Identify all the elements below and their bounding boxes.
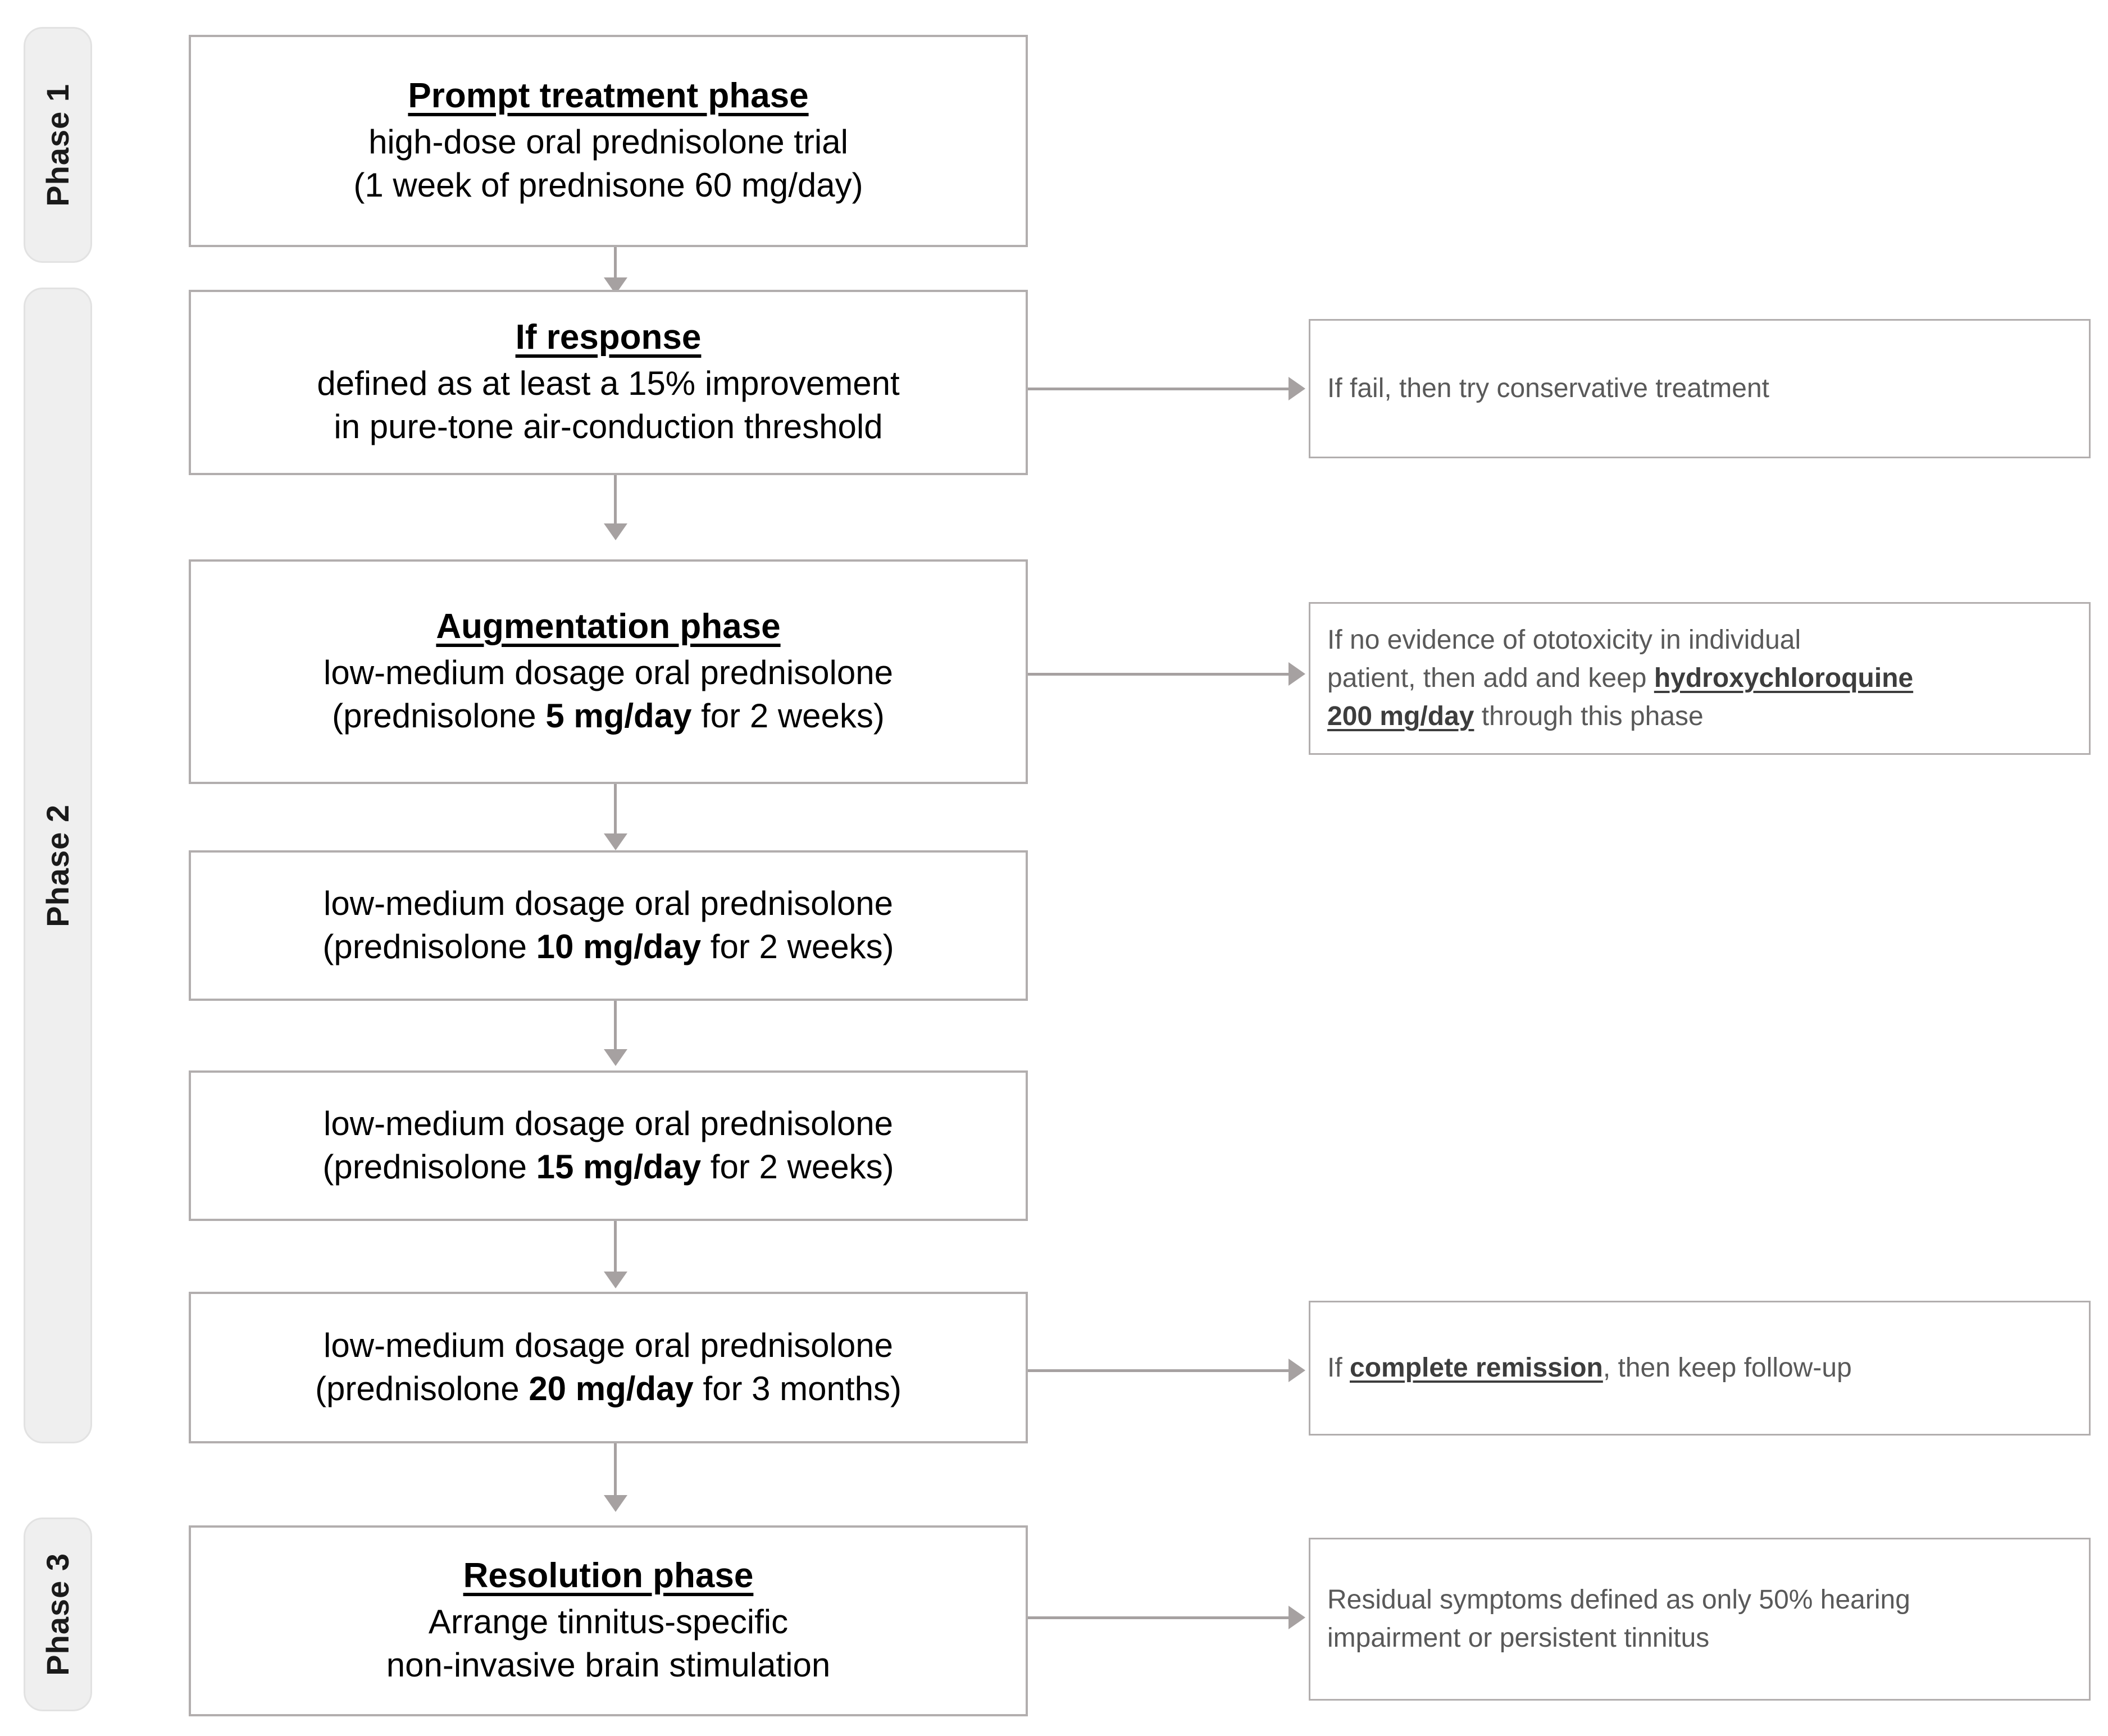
phase-rail-1-label: Phase 1 bbox=[40, 83, 75, 207]
flow-box-title: If response bbox=[515, 318, 702, 357]
text-post: for 3 months) bbox=[693, 1370, 902, 1407]
flow-box-title: Prompt treatment phase bbox=[408, 76, 809, 116]
text-pre: (prednisolone bbox=[332, 696, 546, 735]
arrow-down-5-6 bbox=[604, 1272, 627, 1288]
flow-box-if-response[interactable]: If response defined as at least a 15% im… bbox=[189, 290, 1028, 475]
connector-resolution-note bbox=[1026, 1616, 1290, 1619]
connector-3-4 bbox=[614, 784, 617, 844]
connector-response-note bbox=[1026, 388, 1290, 390]
text-bold: complete remission bbox=[1350, 1352, 1603, 1383]
note-box-residual-symptoms[interactable]: Residual symptoms defined as only 50% he… bbox=[1309, 1538, 2091, 1701]
text-bold: 5 mg/day bbox=[545, 696, 692, 735]
arrow-down-6-7 bbox=[604, 1495, 627, 1512]
text-pre: low-medium dosage oral prednisolone bbox=[324, 654, 893, 692]
flow-box-line: (prednisolone 20 mg/day for 3 months) bbox=[315, 1368, 902, 1411]
text-post: through this phase bbox=[1474, 701, 1704, 732]
text-post: for 2 weeks) bbox=[691, 696, 885, 735]
flow-box-title: Resolution phase bbox=[463, 1556, 754, 1596]
flow-box-line: defined as at least a 15% improvement bbox=[317, 362, 899, 405]
flow-box-line: non-invasive brain stimulation bbox=[386, 1644, 830, 1687]
connector-5-6 bbox=[614, 1221, 617, 1282]
text-pre: patient, then add and keep bbox=[1327, 663, 1654, 693]
connector-1-2 bbox=[614, 247, 617, 288]
text-bold: 15 mg/day bbox=[536, 1148, 702, 1186]
text-post: for 2 weeks) bbox=[701, 1148, 894, 1186]
note-line: Residual symptoms defined as only 50% he… bbox=[1327, 1581, 2072, 1619]
flow-box-line: Arrange tinnitus-specific bbox=[429, 1601, 788, 1644]
text-pre: Arrange tinnitus-specific bbox=[428, 1603, 789, 1641]
text-pre: (prednisolone bbox=[322, 928, 536, 965]
arrow-down-2-3 bbox=[604, 523, 627, 540]
note-box-hydroxychloroquine[interactable]: If no evidence of ototoxicity in individ… bbox=[1309, 602, 2091, 755]
text-pre: low-medium dosage oral prednisolone bbox=[324, 1105, 893, 1143]
arrow-right-20mg-note bbox=[1289, 1359, 1305, 1382]
text-bold: hydroxychloroquine bbox=[1654, 663, 1914, 693]
flow-box-title: Augmentation phase bbox=[436, 607, 781, 646]
flow-box-line: (prednisolone 10 mg/day for 2 weeks) bbox=[322, 926, 894, 969]
note-line: If fail, then try conservative treatment bbox=[1327, 370, 2072, 408]
flow-box-line: (prednisolone 15 mg/day for 2 weeks) bbox=[322, 1146, 894, 1189]
text-pre: low-medium dosage oral prednisolone bbox=[324, 885, 893, 923]
text-post: , then keep follow-up bbox=[1602, 1352, 1852, 1383]
note-line: If no evidence of ototoxicity in individ… bbox=[1327, 621, 2072, 659]
text-bold: 200 mg/day bbox=[1327, 701, 1474, 732]
flow-box-prednisolone-15mg[interactable]: low-medium dosage oral prednisolone (pre… bbox=[189, 1070, 1028, 1221]
note-box-complete-remission[interactable]: If complete remission, then keep follow-… bbox=[1309, 1301, 2091, 1436]
note-box-conservative-treatment[interactable]: If fail, then try conservative treatment bbox=[1309, 319, 2091, 458]
note-line: 200 mg/day through this phase bbox=[1327, 698, 2072, 736]
text-pre: Residual symptoms defined as only 50% he… bbox=[1327, 1584, 1910, 1615]
phase-rail-3: Phase 3 bbox=[24, 1518, 92, 1711]
text-pre: high-dose oral prednisolone trial bbox=[368, 123, 848, 161]
text-pre: If bbox=[1327, 1352, 1350, 1383]
note-line: patient, then add and keep hydroxychloro… bbox=[1327, 659, 2072, 698]
phase-rail-1: Phase 1 bbox=[24, 27, 92, 263]
text-post: for 2 weeks) bbox=[701, 928, 894, 965]
text-pre: non-invasive brain stimulation bbox=[386, 1646, 831, 1684]
flow-box-line: low-medium dosage oral prednisolone bbox=[324, 651, 893, 695]
text-pre: defined as at least a 15% improvement bbox=[317, 364, 900, 403]
phase-rail-2-label: Phase 2 bbox=[40, 804, 75, 927]
flow-box-line: low-medium dosage oral prednisolone bbox=[324, 882, 893, 926]
note-line: impairment or persistent tinnitus bbox=[1327, 1619, 2072, 1657]
phase-rail-2: Phase 2 bbox=[24, 288, 92, 1443]
text-pre: (prednisolone bbox=[315, 1370, 529, 1407]
text-pre: If no evidence of ototoxicity in individ… bbox=[1327, 625, 1801, 655]
flow-box-line: (prednisolone 5 mg/day for 2 weeks) bbox=[332, 695, 885, 738]
text-pre: impairment or persistent tinnitus bbox=[1327, 1623, 1710, 1653]
text-pre: (1 week of prednisone 60 mg/day) bbox=[353, 166, 863, 204]
flow-box-line: low-medium dosage oral prednisolone bbox=[324, 1324, 893, 1368]
text-bold: 10 mg/day bbox=[536, 928, 702, 965]
flow-box-line: high-dose oral prednisolone trial bbox=[368, 121, 848, 164]
text-pre: in pure-tone air-conduction threshold bbox=[334, 407, 883, 445]
arrow-down-4-5 bbox=[604, 1049, 627, 1066]
text-pre: If fail, then try conservative treatment bbox=[1327, 373, 1770, 403]
connector-augmentation-note bbox=[1026, 673, 1290, 676]
connector-4-5 bbox=[614, 1001, 617, 1059]
connector-20mg-note bbox=[1026, 1369, 1290, 1372]
text-bold: 20 mg/day bbox=[529, 1370, 694, 1407]
flow-box-line: low-medium dosage oral prednisolone bbox=[324, 1102, 893, 1146]
text-pre: low-medium dosage oral prednisolone bbox=[324, 1327, 893, 1365]
arrow-right-response-note bbox=[1289, 377, 1305, 400]
flow-box-prednisolone-20mg[interactable]: low-medium dosage oral prednisolone (pre… bbox=[189, 1292, 1028, 1443]
connector-6-7 bbox=[614, 1443, 617, 1505]
arrow-down-3-4 bbox=[604, 833, 627, 850]
text-pre: (prednisolone bbox=[322, 1148, 536, 1186]
flow-box-augmentation-phase[interactable]: Augmentation phase low-medium dosage ora… bbox=[189, 559, 1028, 784]
arrow-right-resolution-note bbox=[1289, 1606, 1305, 1629]
flow-box-line: (1 week of prednisone 60 mg/day) bbox=[353, 164, 863, 207]
connector-2-3 bbox=[614, 475, 617, 534]
note-line: If complete remission, then keep follow-… bbox=[1327, 1349, 2072, 1387]
phase-rail-3-label: Phase 3 bbox=[40, 1553, 75, 1676]
flow-box-prednisolone-10mg[interactable]: low-medium dosage oral prednisolone (pre… bbox=[189, 850, 1028, 1001]
arrow-right-augmentation-note bbox=[1289, 662, 1305, 686]
flow-box-prompt-treatment-phase[interactable]: Prompt treatment phase high-dose oral pr… bbox=[189, 35, 1028, 247]
flow-box-line: in pure-tone air-conduction threshold bbox=[334, 405, 882, 449]
flow-box-resolution-phase[interactable]: Resolution phase Arrange tinnitus-specif… bbox=[189, 1525, 1028, 1716]
